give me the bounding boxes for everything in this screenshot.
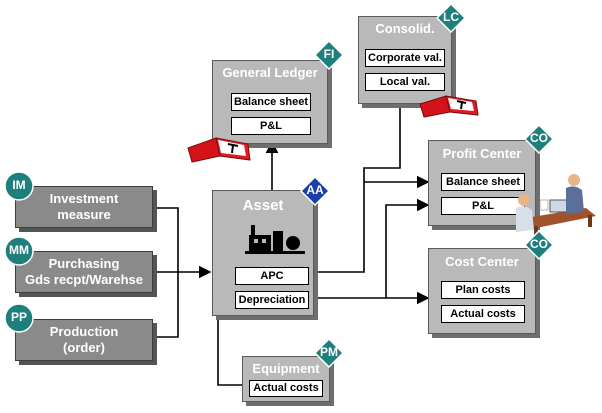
badge-co-1-label: CO bbox=[530, 131, 548, 145]
production-line1: Production bbox=[49, 324, 119, 339]
badge-mm-label: MM bbox=[9, 243, 29, 257]
badge-pp: PP bbox=[4, 303, 34, 333]
production-line2: (order) bbox=[63, 340, 105, 355]
profit-pl: P&L bbox=[441, 197, 525, 215]
badge-lc-label: LC bbox=[443, 10, 459, 24]
cost-plan-costs: Plan costs bbox=[441, 281, 525, 299]
edge-asset-consolid bbox=[312, 182, 365, 273]
ledger-pl: P&L bbox=[231, 117, 311, 135]
factory-icon bbox=[245, 225, 305, 254]
badge-aa: AA bbox=[299, 175, 331, 207]
equipment-box: Equipment Actual costs bbox=[242, 356, 330, 402]
production-box: Production (order) bbox=[15, 319, 153, 361]
consolid-title: Consolid. bbox=[375, 21, 435, 36]
asset-box: Asset APC Depreciation bbox=[212, 190, 314, 316]
ledger-book-icon-2 bbox=[419, 95, 479, 118]
purchasing-line2: Gds recpt/Warehse bbox=[24, 272, 143, 287]
consolid-corporate-val: Corporate val. bbox=[365, 49, 445, 67]
edge-investment-asset bbox=[152, 207, 179, 272]
general-ledger-title: General Ledger bbox=[222, 65, 318, 80]
cost-center-box: Cost Center Plan costs Actual costs bbox=[428, 248, 536, 334]
profit-balance-sheet: Balance sheet bbox=[441, 173, 525, 191]
purchasing-box: Purchasing Gds recpt/Warehse bbox=[15, 251, 153, 293]
asset-depreciation: Depreciation bbox=[235, 291, 309, 309]
asset-apc: APC bbox=[235, 267, 309, 285]
edge-depr-profit bbox=[312, 198, 430, 299]
badge-pm: PM bbox=[313, 337, 345, 369]
ledger-book-icon bbox=[187, 137, 251, 163]
investment-measure-box: Investment measure bbox=[15, 186, 153, 228]
general-ledger-box: General Ledger Balance sheet P&L bbox=[212, 60, 328, 144]
people-at-desk-icon bbox=[516, 174, 596, 236]
badge-lc: LC bbox=[435, 2, 467, 34]
badge-fi: FI bbox=[313, 39, 345, 71]
equipment-actual-costs: Actual costs bbox=[249, 380, 323, 397]
purchasing-line1: Purchasing bbox=[48, 256, 120, 271]
badge-fi-label: FI bbox=[323, 47, 335, 61]
ledger-balance-sheet: Balance sheet bbox=[231, 93, 311, 111]
edge-production-asset bbox=[152, 272, 179, 338]
investment-line1: Investment bbox=[49, 191, 119, 206]
asset-title: Asset bbox=[242, 197, 284, 214]
investment-line2: measure bbox=[57, 207, 111, 222]
badge-pp-label: PP bbox=[10, 310, 27, 324]
badge-pm-label: PM bbox=[320, 345, 338, 359]
edge-equipment-asset bbox=[211, 288, 245, 386]
badge-im: IM bbox=[4, 171, 34, 201]
badge-co-1: CO bbox=[523, 123, 555, 155]
badge-co-2-label: CO bbox=[530, 237, 548, 251]
edge-to-consolid bbox=[363, 90, 407, 182]
badge-aa-label: AA bbox=[306, 183, 324, 197]
badge-co-2: CO bbox=[523, 229, 555, 261]
badge-mm: MM bbox=[4, 236, 34, 266]
badge-im-label: IM bbox=[12, 178, 26, 192]
consolid-local-val: Local val. bbox=[365, 73, 445, 91]
consolid-box: Consolid. Corporate val. Local val. bbox=[358, 16, 452, 104]
profit-center-title: Profit Center bbox=[442, 146, 522, 161]
cost-center-title: Cost Center bbox=[445, 254, 519, 269]
equipment-title: Equipment bbox=[252, 361, 320, 376]
cost-actual-costs: Actual costs bbox=[441, 305, 525, 323]
